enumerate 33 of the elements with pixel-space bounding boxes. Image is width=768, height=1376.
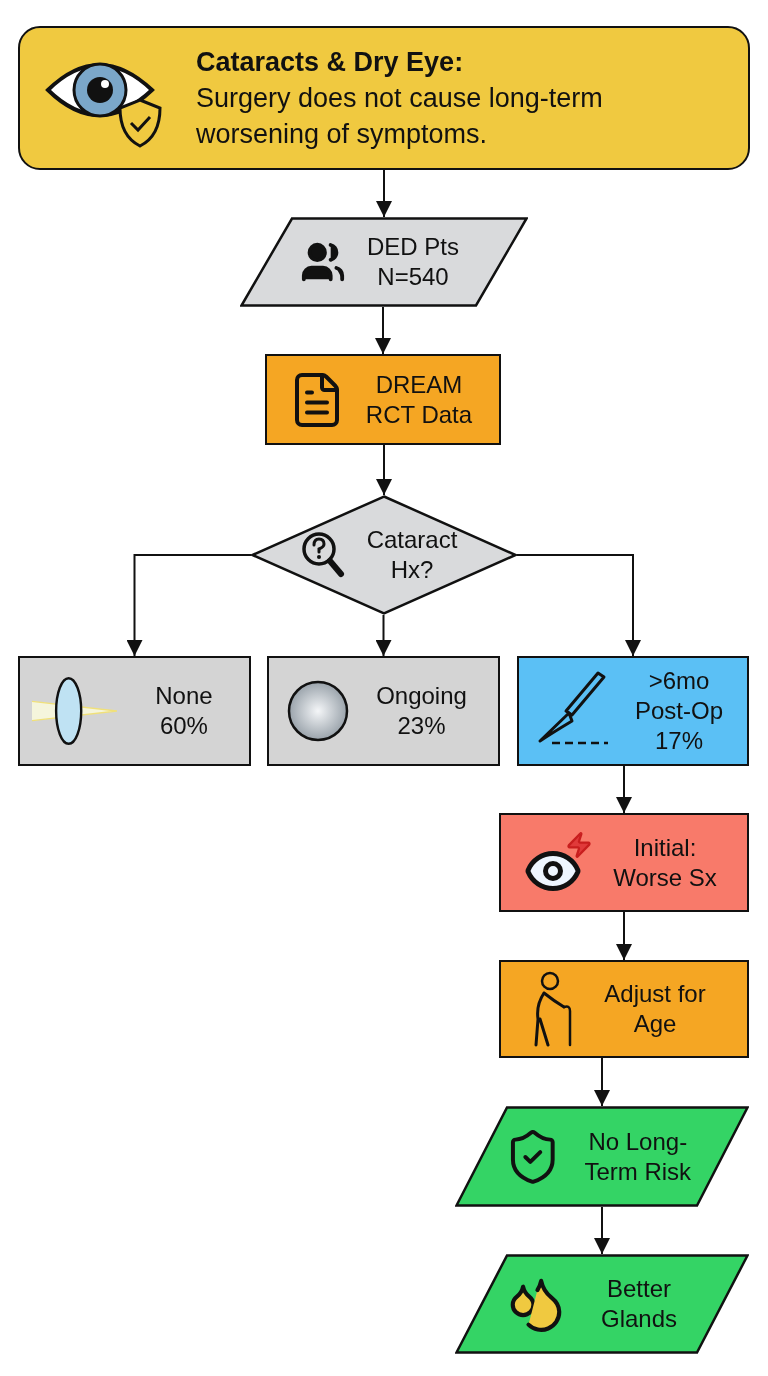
node-label: DED Pts N=540 (366, 232, 460, 292)
process-box (499, 960, 749, 1058)
node-label: Initial: Worse Sx (612, 832, 718, 893)
arrow (376, 169, 392, 218)
arrow (375, 614, 392, 657)
node-label: Better Glands (599, 1274, 678, 1334)
node-label: DREAM RCT Data (364, 369, 474, 430)
title-heading: Cataracts & Dry Eye: (196, 46, 465, 79)
node-label: >6mo Post-Op 17% (634, 666, 724, 756)
arrow (126, 554, 252, 657)
arrow (516, 554, 641, 657)
result-parallelogram (455, 1106, 749, 1207)
arrow (594, 1057, 610, 1107)
decision-diamond (251, 495, 517, 615)
process-box (265, 354, 501, 445)
node-label: None 60% (154, 681, 214, 741)
title-subtitle: Surgery does not cause long-term worsening of symptoms. (196, 82, 604, 151)
node-label: Adjust for Age (603, 979, 707, 1039)
outcome-box (267, 656, 500, 766)
node-label: Cataract Hx? (365, 525, 459, 585)
input-parallelogram (240, 217, 528, 307)
node-label: Ongoing 23% (375, 681, 468, 741)
arrow (594, 1206, 610, 1255)
outcome-box (18, 656, 251, 766)
process-box (499, 813, 749, 912)
result-parallelogram (455, 1254, 749, 1354)
arrow (376, 444, 392, 496)
title-banner (18, 26, 750, 170)
arrow (616, 911, 632, 961)
outcome-box (517, 656, 749, 766)
node-label: No Long-Term Risk (583, 1126, 693, 1187)
arrow (375, 306, 391, 355)
arrow (616, 765, 632, 814)
